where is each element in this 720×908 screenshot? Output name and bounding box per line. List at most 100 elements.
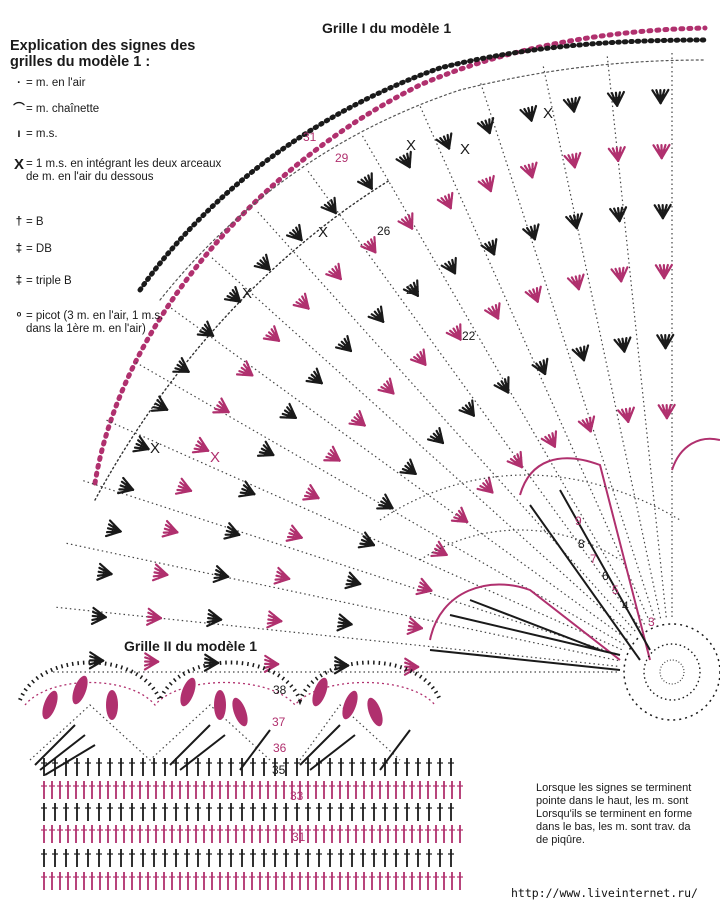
fan-stroke [589, 415, 596, 433]
fan-stitch [399, 458, 417, 475]
fan-bar [575, 350, 588, 355]
fan-bar [402, 218, 414, 226]
fan-stroke [198, 436, 210, 452]
fan-stroke [180, 477, 193, 492]
fan-stroke [536, 285, 542, 303]
single-crochet-icon: ı [17, 128, 21, 140]
fan-stitch [344, 571, 362, 590]
fan-bar [536, 363, 548, 370]
fan-bar [218, 569, 223, 582]
legend-text: = DB [26, 243, 52, 255]
fan-stroke [447, 132, 453, 150]
grid2-leaf [342, 690, 358, 720]
legend-item-triple-treble: ‡ = triple B [12, 275, 176, 288]
fan-stroke [665, 403, 676, 420]
fan-stitch [146, 607, 162, 626]
round-number-label: 7 [590, 552, 597, 566]
grid2-leaf [72, 675, 88, 705]
legend-title-line1: Explication des signes des [10, 38, 196, 54]
fan-stroke [507, 376, 510, 394]
fan-stitch [191, 436, 210, 454]
fan-bar [524, 167, 537, 172]
round-number-label: 33 [290, 789, 304, 803]
grid1-outer-rows [92, 25, 708, 501]
fan-bar [482, 180, 494, 187]
fan-stitch [440, 256, 457, 275]
fan-stroke [620, 266, 629, 283]
fan-stitch [161, 519, 179, 538]
round-number-label: 38 [273, 683, 287, 697]
fan-bar [612, 211, 625, 215]
fan-stroke [277, 566, 291, 580]
fan-bar [325, 202, 337, 211]
fan-stroke [273, 325, 281, 342]
radial-ray [134, 361, 625, 646]
fan-stitch [531, 357, 549, 376]
grid2-leaf [214, 690, 226, 720]
fan-stroke [315, 367, 323, 385]
x-stitch-mark: X [318, 224, 328, 241]
fan-stitch [435, 132, 453, 150]
fan-bar [432, 432, 442, 442]
fan-stitch [406, 617, 423, 635]
fan-stitch [519, 161, 538, 179]
legend-title-line2: grilles du modèle 1 : [10, 54, 151, 70]
fan-stroke [264, 654, 280, 666]
grid2-scallops-chain [24, 681, 436, 707]
fan-stroke [379, 305, 385, 323]
fan-stitch [480, 238, 498, 256]
round-number-label: 8 [578, 537, 585, 551]
fan-stroke [449, 191, 454, 210]
x-stitch-mark: X [460, 141, 470, 158]
triple-treble-icon: ‡ [15, 275, 23, 287]
center-ring-core [659, 659, 685, 685]
fan-bar [96, 610, 99, 623]
fan-stroke [543, 357, 549, 376]
center-ring-inner [643, 643, 701, 701]
fan-bar [450, 329, 462, 337]
double-crochet-icon: † [15, 216, 23, 228]
fan-stitch [305, 367, 323, 385]
fan-stitch [522, 223, 540, 241]
fan-stroke [409, 458, 417, 475]
fan-stitch [607, 146, 626, 162]
fan-stroke [89, 651, 105, 662]
fan-stroke [660, 143, 671, 160]
fan-bar [342, 617, 346, 630]
fan-stroke [575, 212, 583, 230]
fan-stroke [623, 336, 632, 353]
fan-stitch [493, 376, 510, 394]
fan-bar [614, 271, 627, 275]
fan-stitch [203, 653, 220, 672]
fan-stroke [298, 223, 303, 242]
fan-stitch [445, 323, 462, 341]
fan-stitch [409, 348, 427, 366]
fan-stitch [476, 476, 494, 494]
fan-stroke [144, 652, 160, 663]
fan-stroke [337, 262, 342, 281]
fan-bar [412, 620, 416, 633]
round-number-label: 26 [377, 224, 391, 238]
fan-stitch [223, 285, 242, 303]
fan-bar [456, 511, 465, 523]
fan-stitch [415, 577, 433, 596]
round-number-label: 31 [292, 830, 306, 844]
x-stitch-mark: X [406, 137, 416, 154]
grid2-v-lines [29, 704, 401, 761]
fan-stitch [357, 531, 376, 549]
legend-text: = m.s. [26, 128, 58, 140]
fan-stitch [223, 522, 241, 540]
fan-bar [383, 383, 393, 393]
fan-bar [529, 291, 541, 297]
fan-bar [354, 415, 363, 426]
round-number-label: 35 [272, 763, 286, 777]
fan-stroke [264, 440, 275, 457]
note-line: dans le bas, les m. sont trav. da [536, 821, 691, 833]
fan-bar [259, 259, 269, 269]
fan-stroke [553, 430, 558, 448]
fan-stitch [651, 88, 670, 105]
fan-stroke [616, 90, 625, 107]
fan-stitch [357, 172, 373, 190]
fan-stitch [397, 212, 414, 230]
